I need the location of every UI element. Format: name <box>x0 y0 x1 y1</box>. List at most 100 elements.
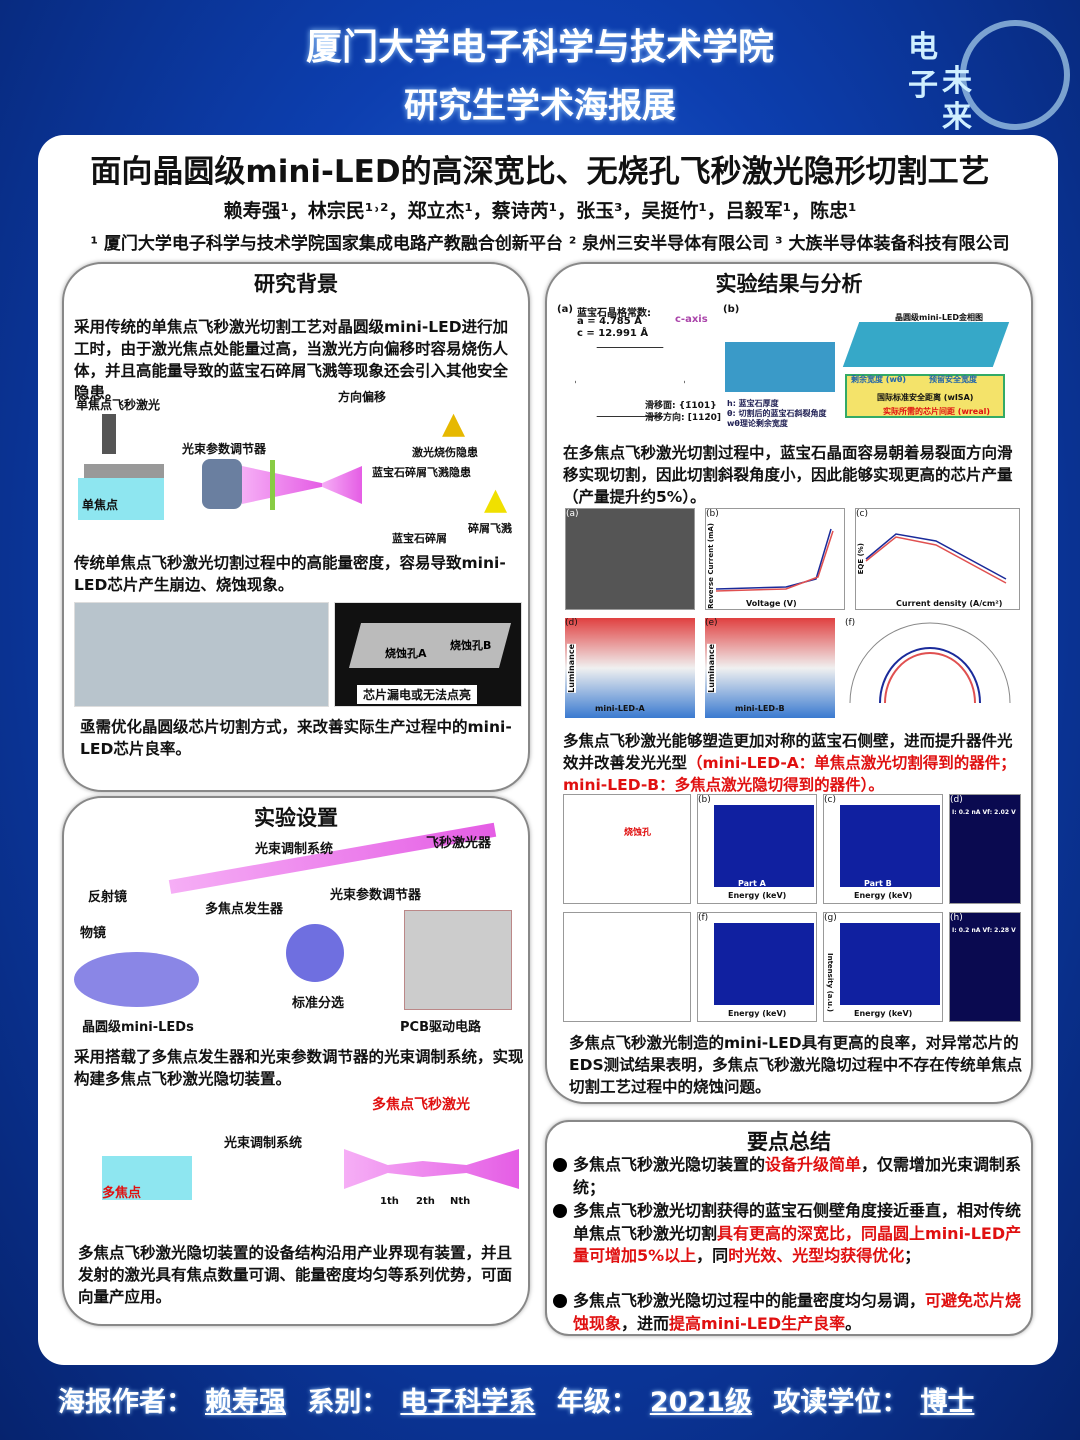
label: 单焦点飞秒激光 <box>76 398 161 412</box>
label: 碎屑飞溅 <box>468 522 512 535</box>
panel-label: (d) <box>950 795 963 805</box>
dept-label: 系别： <box>307 1387 389 1418</box>
sem-image-e: (e) <box>563 912 691 1022</box>
highlight-segment: 可避免芯片烧蚀现象 <box>573 1291 1022 1333</box>
laser-beam <box>344 1149 519 1189</box>
eqe-chart: (c) EQE (%) Current density (A/cm²) <box>855 508 1020 610</box>
results-paragraph-3: 多焦点飞秒激光制造的mini-LED具有更高的良率，对异常芯片的EDS测试结果表… <box>569 1034 1023 1096</box>
label: Part B <box>864 879 892 888</box>
text-segment: ，进而 <box>621 1313 670 1333</box>
results-paragraph-2: 多焦点飞秒激光能够塑造更加对称的蓝宝石侧壁，进而提升器件光效并改善发光光型（mi… <box>563 730 1025 796</box>
college-logo: 电 子 未 来 <box>900 20 1070 135</box>
adjuster-icon <box>202 459 242 509</box>
label: I: 0.2 nA Vf: 2.02 V <box>952 809 1016 816</box>
label: a = 4.785 Å <box>577 316 642 327</box>
label: 实际所需的芯片间距 (wreal) <box>883 407 990 416</box>
section-heading: 研究背景 <box>254 272 338 296</box>
label: 晶圆级mini-LEDs <box>82 1020 194 1035</box>
text-segment: 多焦点飞秒激光隐切过程中的能量密度均匀易调， <box>573 1291 926 1310</box>
label: 蓝宝石碎屑 <box>392 532 447 545</box>
highlight-segment: 具有更高的深宽比，同晶圆上mini-LED产量可增加5%以上 <box>573 1223 1022 1266</box>
width-diagram: 剩余宽度 (wθ) 预留安全宽度 国际标准安全距离 (wISA) 实际所需的芯片… <box>845 374 1005 418</box>
performance-figure: (a) (b) Reverse Current (mA) Voltage (V)… <box>565 508 1025 718</box>
label: Nth <box>450 1196 471 1207</box>
footer: 海报作者：赖寿强 系别：电子科学系 年级：2021级 攻读学位：博士 <box>58 1380 986 1419</box>
substrate <box>102 1156 192 1200</box>
panel-label: (f) <box>845 618 856 628</box>
label: 蓝宝石晶格常数: <box>577 308 651 319</box>
panel-label: (c) <box>824 795 836 805</box>
text-segment: 多焦点飞秒激光切割获得的蓝宝石侧壁角度接近垂直，相对传统单焦点飞秒激光切割 <box>573 1201 1022 1243</box>
logo-char: 来 <box>942 100 972 135</box>
laser-beam <box>322 466 362 504</box>
panel-label: (b) <box>706 509 719 519</box>
eds-figure: (a)烧蚀孔 (b) Part A Energy (keV) (c) Part B En… <box>563 794 1023 1024</box>
eds-spectrum-g: (g)Intensity (a.u.)Energy (keV) <box>823 912 943 1022</box>
axis-label: Energy (keV) <box>854 1009 913 1018</box>
background-paragraph-1: 采用传统的单焦点飞秒激光切割工艺对晶圆级mini-LED进行加工时，由于激光焦点… <box>74 318 509 402</box>
label: 物镜 <box>80 926 107 941</box>
summary-item: 多焦点飞秒激光隐切装置的设备升级简单，仅需增加光束调制系统； <box>553 1154 1023 1199</box>
grade-value: 2021级 <box>649 1387 752 1418</box>
label: 1th <box>380 1196 399 1207</box>
luminance-map-a: (d) Luminance mini-LED-A <box>565 618 695 718</box>
affiliations: ¹ 厦门大学电子科学与技术学院国家集成电路产教融合创新平台 ² 泉州三安半导体有… <box>90 234 1010 254</box>
label: 单焦点 <box>82 498 119 512</box>
sem-photo: 烧蚀孔A 烧蚀孔B 芯片漏电或无法点亮 <box>334 602 522 707</box>
label: c-axis <box>675 314 708 325</box>
bullet-icon <box>553 1158 567 1172</box>
text-segment: 多焦点飞秒激光能够塑造更加对称的蓝宝石侧壁，进而提升器件光效并改善发光光型 <box>563 732 1013 772</box>
logo-char: 电 <box>908 30 938 65</box>
axis-label: Energy (keV) <box>728 891 787 900</box>
label: 多焦点 <box>102 1186 142 1201</box>
panel-label: (a) <box>564 795 577 805</box>
luminance-axis-label: Luminance <box>567 644 576 693</box>
label: 光束参数调节器 <box>182 442 267 456</box>
label: mini-LED-A <box>595 704 645 713</box>
luminance-map-b: (e) Luminance mini-LED-B <box>705 618 835 718</box>
background-paragraph-2: 传统单焦点飞秒激光切割过程中的高能量密度，容易导致mini-LED芯片产生崩边、… <box>74 554 506 594</box>
panel-a: (a) <box>565 508 695 610</box>
sem-image-a: (a)烧蚀孔 <box>563 794 691 904</box>
emission-image-h: (h)I: 0.2 nA Vf: 2.28 V <box>949 912 1021 1022</box>
iv-curve <box>715 528 834 592</box>
warning-icon: ▲ <box>442 406 466 441</box>
laser-beam <box>242 466 322 504</box>
eds-spectrum-f: (f)Energy (keV) <box>697 912 817 1022</box>
emission-image-d: (d) I: 0.2 nA Vf: 2.02 V <box>949 794 1021 904</box>
setup-section: 实验设置 光束调制系统 飞秒激光器 反射镜 光束参数调节器 多焦点发生器 物镜 … <box>62 796 530 1326</box>
mask-block <box>84 464 164 482</box>
panel-label: (e) <box>564 913 577 923</box>
highlight-segment: 设备升级简单 <box>765 1155 862 1174</box>
panel-label: (g) <box>824 913 837 923</box>
author-label: 海报作者： <box>58 1387 193 1418</box>
highlight-segment: （mini-LED-A：单焦点激光切割得到的器件；mini-LED-B：多焦点激… <box>563 754 1016 794</box>
label: (b) <box>723 304 740 315</box>
label: 光束调制系统 <box>255 842 334 857</box>
panel-label: (b) <box>698 795 711 805</box>
panel-label: (d) <box>565 618 578 628</box>
panel-label: (f) <box>698 913 709 923</box>
label: 芯片漏电或无法点亮 <box>357 685 478 704</box>
section-heading: 要点总结 <box>747 1130 831 1154</box>
label: 滑移面: {1̄101} <box>645 401 717 411</box>
label: 烧蚀孔A <box>385 647 427 660</box>
logo-char: 子 <box>908 68 938 103</box>
text-segment: 。 <box>845 1313 862 1333</box>
label: I: 0.2 nA Vf: 2.28 V <box>952 927 1016 934</box>
label: Part A <box>738 879 766 888</box>
text-segment: ，仅需增加光束调制系统； <box>573 1155 1022 1197</box>
label: c = 12.991 Å <box>577 328 649 339</box>
label: 飞秒激光器 <box>426 836 492 851</box>
dept-value: 电子科学系 <box>400 1387 536 1418</box>
luminance-axis-label: Luminance <box>707 644 716 693</box>
lattice-figure: (a) 蓝宝石晶格常数: a = 4.785 Å c = 12.991 Å c-… <box>555 302 1025 432</box>
wafer-icon <box>74 952 199 1007</box>
results-section: 实验结果与分析 (a) 蓝宝石晶格常数: a = 4.785 Å c = 12.… <box>545 262 1033 1104</box>
sorted-wafer-icon <box>286 924 344 982</box>
label: 反射镜 <box>88 890 128 905</box>
label: 标准分选 <box>292 996 345 1011</box>
logo-ring-icon <box>960 20 1070 130</box>
iv-chart: (b) Reverse Current (mA) Voltage (V) <box>705 508 845 610</box>
